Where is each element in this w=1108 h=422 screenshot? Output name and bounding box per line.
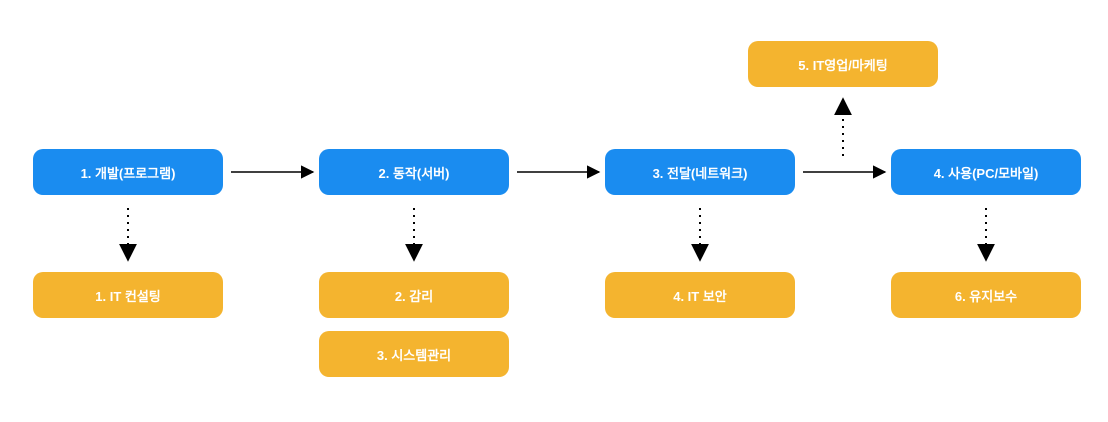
service-consulting: 1. IT 컨설팅 (33, 272, 223, 318)
process-usage-label: 4. 사용(PC/모바일) (933, 165, 1039, 181)
service-security-label: 4. IT 보안 (673, 288, 727, 304)
service-system-management: 3. 시스템관리 (319, 331, 509, 377)
service-marketing-label: 5. IT영업/마케팅 (798, 57, 888, 73)
service-maintenance: 6. 유지보수 (891, 272, 1081, 318)
process-development: 1. 개발(프로그램) (33, 149, 223, 195)
process-network-label: 3. 전달(네트워크) (652, 165, 748, 181)
process-server: 2. 동작(서버) (319, 149, 509, 195)
service-audit-label: 2. 감리 (394, 288, 434, 304)
service-security: 4. IT 보안 (605, 272, 795, 318)
service-marketing: 5. IT영업/마케팅 (748, 41, 938, 87)
service-audit: 2. 감리 (319, 272, 509, 318)
process-network: 3. 전달(네트워크) (605, 149, 795, 195)
process-development-label: 1. 개발(프로그램) (80, 165, 176, 181)
process-server-label: 2. 동작(서버) (378, 165, 450, 181)
service-system-management-label: 3. 시스템관리 (376, 347, 452, 363)
service-consulting-label: 1. IT 컨설팅 (95, 288, 161, 304)
service-maintenance-label: 6. 유지보수 (954, 288, 1018, 304)
process-usage: 4. 사용(PC/모바일) (891, 149, 1081, 195)
